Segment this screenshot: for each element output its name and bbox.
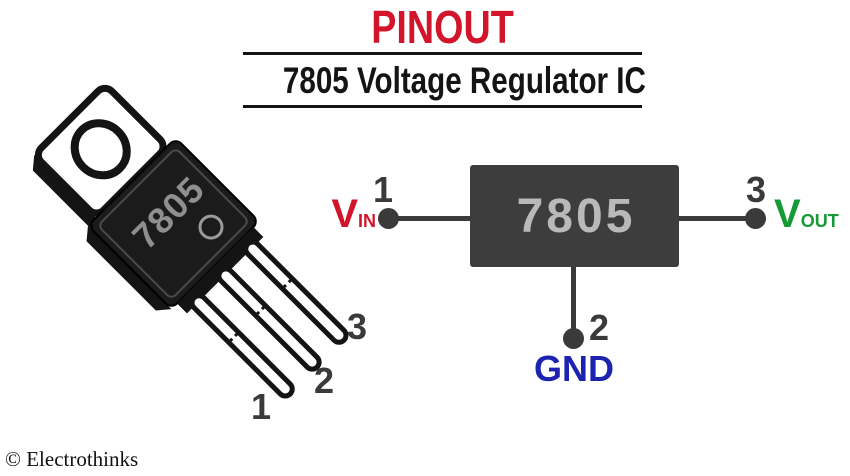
package-pin-2 [216, 266, 322, 372]
title-divider-bottom [243, 105, 642, 108]
schematic-pin3-number: 3 [745, 169, 767, 210]
body-indent-circle [198, 214, 224, 240]
chip-symbol: 7805 [470, 165, 679, 267]
ground-wire [571, 267, 576, 329]
schematic-pin1-number: 1 [372, 169, 394, 210]
to220-package-illustration: 7805 [32, 84, 349, 399]
pin-notches [227, 277, 294, 344]
package-pin2-label: 2 [313, 360, 335, 401]
input-wire [388, 216, 470, 221]
vin-label-sub: IN [358, 211, 376, 231]
page-title: PINOUT [371, 1, 514, 53]
vin-label: VIN [316, 192, 376, 237]
gnd-label: GND [534, 348, 614, 389]
package-pin-1 [189, 293, 295, 399]
header: PINOUT 7805 Voltage Regulator IC [243, 0, 646, 108]
title-divider-top [243, 52, 642, 55]
vout-label: VOUT [774, 192, 839, 237]
page-subtitle: 7805 Voltage Regulator IC [282, 60, 646, 101]
package-pin1-label: 1 [250, 386, 272, 427]
package-body-bevel [99, 149, 248, 298]
package-pin-3 [243, 239, 349, 345]
package-body [90, 140, 257, 307]
chip-symbol-label: 7805 [516, 189, 636, 243]
pin1-terminal-dot [378, 208, 399, 229]
package-pin3-label: 3 [346, 306, 368, 347]
pin2-terminal-dot [563, 328, 584, 349]
schematic-pin2-number: 2 [588, 307, 610, 348]
vout-label-sub: OUT [800, 211, 839, 231]
copyright-text: © Electrothinks [5, 447, 139, 471]
output-wire [679, 216, 756, 221]
mounting-hole-icon [70, 119, 131, 180]
vin-label-main: V [331, 192, 358, 236]
pin3-terminal-dot [745, 208, 766, 229]
vout-label-main: V [774, 192, 801, 236]
